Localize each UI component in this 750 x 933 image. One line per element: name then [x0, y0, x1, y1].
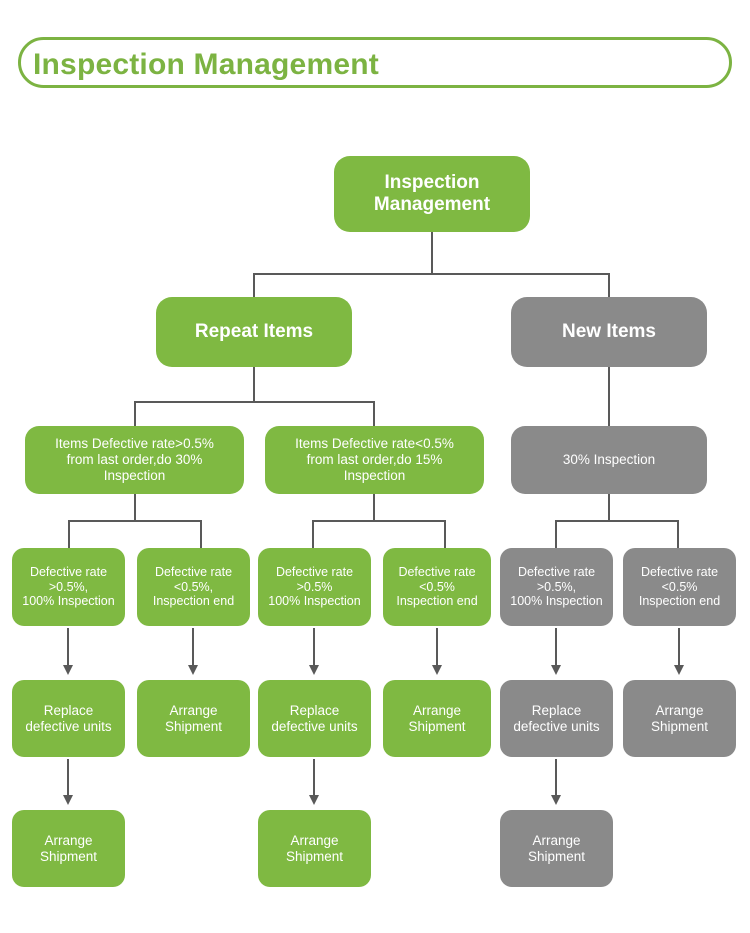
arrow-d4-to-a4: [432, 628, 442, 675]
connector-level3-drop-repgt: [134, 401, 136, 427]
node-arrange-shipment-final-a[interactable]: Arrange Shipment: [12, 810, 125, 887]
arrow-d2-to-a2: [188, 628, 198, 675]
arrow-a3-to-s2: [309, 759, 319, 805]
node-repeat-items[interactable]: Repeat Items: [156, 297, 352, 367]
node-arrange-shipment-a[interactable]: Arrange Shipment: [137, 680, 250, 757]
arrow-d3-to-a3: [309, 628, 319, 675]
connector-level4-bar-b: [312, 520, 445, 522]
connector-level2-drop-new: [608, 273, 610, 297]
node-replace-defective-units-c[interactable]: Replace defective units: [500, 680, 613, 757]
connector-level4-drop-d6: [677, 520, 679, 548]
connector-level3-drop-replt: [373, 401, 375, 427]
node-defective-gt-100-c[interactable]: Defective rate >0.5%, 100% Inspection: [500, 548, 613, 626]
title-banner: [18, 37, 732, 88]
node-defective-gt-100-a[interactable]: Defective rate >0.5%, 100% Inspection: [12, 548, 125, 626]
node-defective-lt-end-a[interactable]: Defective rate <0.5%, Inspection end: [137, 548, 250, 626]
arrow-d5-to-a5: [551, 628, 561, 675]
node-arrange-shipment-b[interactable]: Arrange Shipment: [383, 680, 491, 757]
node-replace-defective-units-a[interactable]: Replace defective units: [12, 680, 125, 757]
node-arrange-shipment-c[interactable]: Arrange Shipment: [623, 680, 736, 757]
node-new-30pct-inspection[interactable]: 30% Inspection: [511, 426, 707, 494]
connector-level2-bar: [253, 273, 610, 275]
connector-repgt-stem: [134, 494, 136, 521]
arrow-a5-to-s3: [551, 759, 561, 805]
connector-level3-bar-repeat: [134, 401, 374, 403]
node-defective-lt-end-b[interactable]: Defective rate <0.5% Inspection end: [383, 548, 491, 626]
node-repeat-defective-gt[interactable]: Items Defective rate>0.5% from last orde…: [25, 426, 244, 494]
node-defective-gt-100-b[interactable]: Defective rate >0.5% 100% Inspection: [258, 548, 371, 626]
arrow-d1-to-a1: [63, 628, 73, 675]
arrow-d6-to-a6: [674, 628, 684, 675]
connector-level4-drop-d5: [555, 520, 557, 548]
connector-level4-bar-c: [555, 520, 678, 522]
node-new-items[interactable]: New Items: [511, 297, 707, 367]
connector-level4-bar-a: [68, 520, 201, 522]
connector-replt-stem: [373, 494, 375, 521]
connector-repeat-stem: [253, 367, 255, 402]
node-arrange-shipment-final-c[interactable]: Arrange Shipment: [500, 810, 613, 887]
node-arrange-shipment-final-b[interactable]: Arrange Shipment: [258, 810, 371, 887]
connector-level2-drop-repeat: [253, 273, 255, 297]
connector-level4-drop-d4: [444, 520, 446, 548]
connector-new30-stem: [608, 494, 610, 521]
connector-level4-drop-d2: [200, 520, 202, 548]
node-repeat-defective-lt[interactable]: Items Defective rate<0.5% from last orde…: [265, 426, 484, 494]
page-title: Inspection Management: [33, 48, 379, 81]
connector-new-to-30pct: [608, 367, 610, 427]
node-replace-defective-units-b[interactable]: Replace defective units: [258, 680, 371, 757]
connector-level4-drop-d1: [68, 520, 70, 548]
node-inspection-management[interactable]: Inspection Management: [334, 156, 530, 232]
node-defective-lt-end-c[interactable]: Defective rate <0.5% Inspection end: [623, 548, 736, 626]
connector-level4-drop-d3: [312, 520, 314, 548]
connector-root-stem: [431, 232, 433, 274]
arrow-a1-to-s1: [63, 759, 73, 805]
